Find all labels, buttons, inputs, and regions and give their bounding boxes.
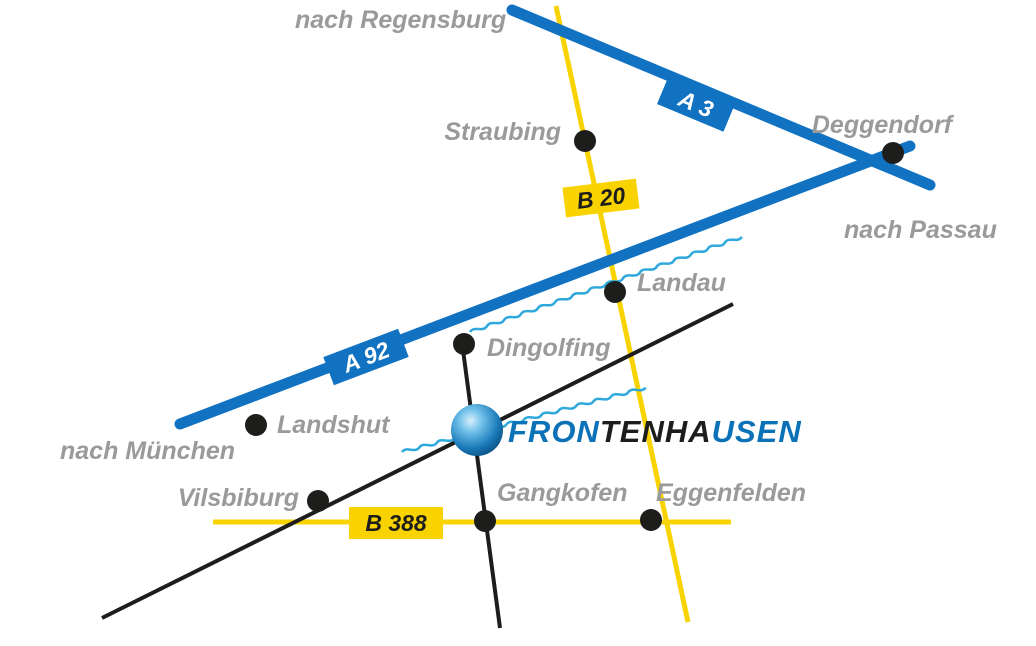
city-label-straubing: Straubing	[444, 118, 561, 146]
city-label-gangkofen: Gangkofen	[497, 479, 628, 507]
frontenhausen-marker	[451, 404, 503, 456]
badge-b20-label: B 20	[575, 182, 627, 214]
road-local-vertical-line	[459, 334, 502, 629]
city-label-deggendorf: Deggendorf	[812, 111, 955, 139]
river-vils	[400, 386, 647, 453]
city-label-eggenfelden: Eggenfelden	[656, 479, 806, 507]
road-b20-line	[553, 5, 691, 623]
frontenhausen-label: FRONTENHAUSEN	[508, 414, 802, 449]
badge-b388: B 388	[349, 507, 443, 539]
city-dot-straubing	[574, 130, 596, 152]
frontenhausen-label-part2: TENHA	[600, 414, 712, 449]
city-dot-vilsbiburg	[307, 490, 329, 512]
road-local-diagonal-line	[101, 302, 734, 620]
city-dot-gangkofen	[474, 510, 496, 532]
city-dot-eggenfelden	[640, 509, 662, 531]
direction-label-passau: nach Passau	[844, 216, 997, 244]
city-label-dingolfing: Dingolfing	[487, 334, 611, 362]
direction-label-muenchen: nach München	[60, 437, 235, 465]
city-dot-landau	[604, 281, 626, 303]
frontenhausen-label-part1: FRON	[508, 414, 600, 449]
frontenhausen-label-part3: USEN	[712, 414, 802, 449]
city-label-landau: Landau	[637, 269, 726, 297]
road-a3-line	[506, 4, 936, 191]
city-dot-deggendorf	[882, 142, 904, 164]
badge-b388-label: B 388	[365, 510, 427, 536]
road-a92-line	[174, 140, 916, 430]
city-dot-landshut	[245, 414, 267, 436]
badge-a92: A 92	[323, 328, 409, 386]
direction-label-regensburg: nach Regensburg	[295, 6, 506, 34]
city-label-vilsbiburg: Vilsbiburg	[178, 484, 299, 512]
city-dot-dingolfing	[453, 333, 475, 355]
river-isar	[468, 235, 743, 333]
city-label-landshut: Landshut	[277, 411, 391, 439]
badge-b20: B 20	[562, 178, 640, 218]
